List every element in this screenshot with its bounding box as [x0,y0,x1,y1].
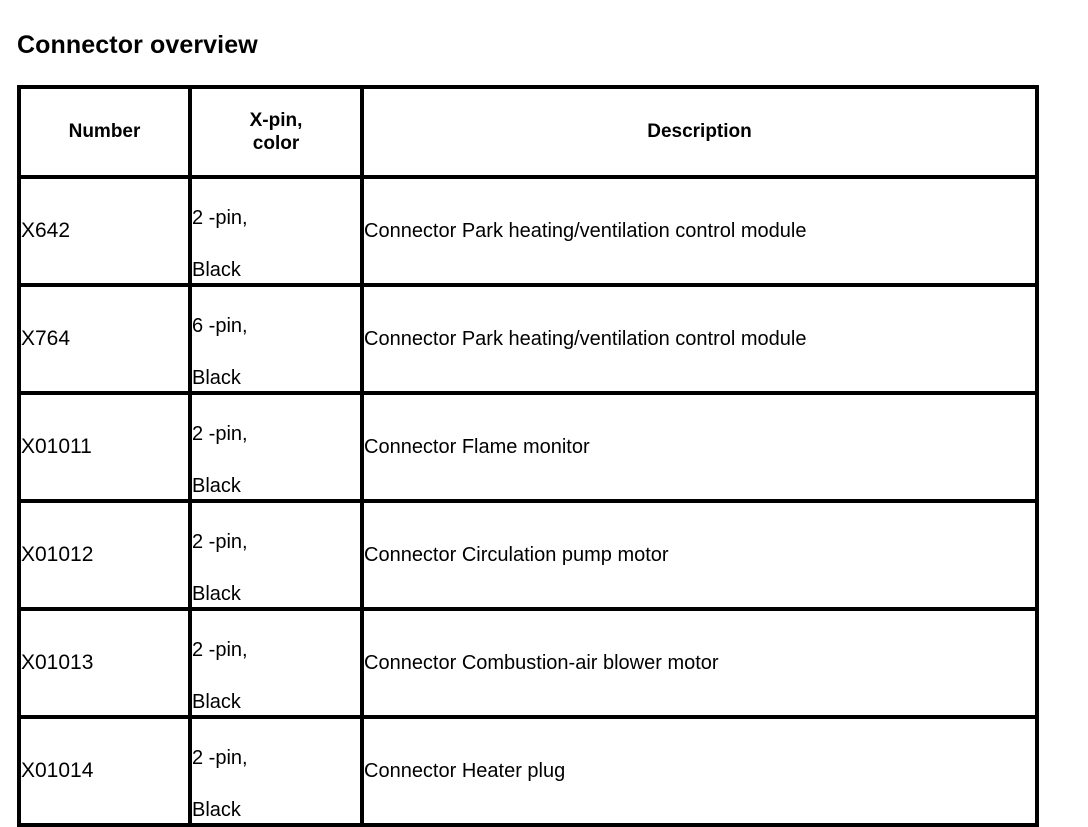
document-page: Connector overview Number X-pin, color D… [17,30,1039,827]
table-header-row: Number X-pin, color Description [17,85,1039,179]
table-row: X01011 2 -pin, Black Connector Flame mon… [17,391,1039,503]
cell-xpin-color-value: Black [192,691,241,713]
cell-number: X01013 [17,607,192,719]
cell-xpin-pins: 2 -pin, [192,423,248,445]
table-body: X642 2 -pin, Black Connector Park heatin… [17,175,1039,827]
cell-xpin-color: 2 -pin, Black [188,499,364,611]
cell-xpin-color-value: Black [192,367,241,389]
cell-xpin-pins: 2 -pin, [192,207,248,229]
cell-xpin-color-value: Black [192,475,241,497]
cell-number: X764 [17,283,192,395]
connector-overview-table: Number X-pin, color Description X642 2 -… [17,85,1039,827]
table-row: X764 6 -pin, Black Connector Park heatin… [17,283,1039,395]
cell-number: X01011 [17,391,192,503]
cell-xpin-color: 6 -pin, Black [188,283,364,395]
cell-description: Connector Combustion-air blower motor [360,607,1039,719]
column-header-number: Number [17,85,192,179]
cell-xpin-color-value: Black [192,259,241,281]
column-header-description: Description [360,85,1039,179]
table-row: X01013 2 -pin, Black Connector Combustio… [17,607,1039,719]
column-header-xpin-line2: color [252,133,300,154]
cell-description: Connector Heater plug [360,715,1039,827]
cell-xpin-pins: 2 -pin, [192,639,248,661]
cell-number: X01014 [17,715,192,827]
cell-number: X642 [17,175,192,287]
cell-xpin-color: 2 -pin, Black [188,391,364,503]
cell-xpin-pins: 2 -pin, [192,531,248,553]
cell-number: X01012 [17,499,192,611]
column-header-xpin-line1: X-pin, [249,110,303,131]
cell-xpin-color: 2 -pin, Black [188,607,364,719]
table-row: X01014 2 -pin, Black Connector Heater pl… [17,715,1039,827]
column-header-xpin-color: X-pin, color [188,85,364,179]
cell-xpin-color: 2 -pin, Black [188,715,364,827]
table-row: X01012 2 -pin, Black Connector Circulati… [17,499,1039,611]
cell-description: Connector Flame monitor [360,391,1039,503]
page-title: Connector overview [17,30,258,59]
table-row: X642 2 -pin, Black Connector Park heatin… [17,175,1039,287]
cell-description: Connector Park heating/ventilation contr… [360,283,1039,395]
connector-overview-table-wrapper: Number X-pin, color Description X642 2 -… [17,85,1039,827]
cell-description: Connector Park heating/ventilation contr… [360,175,1039,287]
cell-description: Connector Circulation pump motor [360,499,1039,611]
cell-xpin-pins: 2 -pin, [192,747,248,769]
cell-xpin-pins: 6 -pin, [192,315,248,337]
cell-xpin-color: 2 -pin, Black [188,175,364,287]
cell-xpin-color-value: Black [192,799,241,821]
table-header: Number X-pin, color Description [17,85,1039,179]
cell-xpin-color-value: Black [192,583,241,605]
